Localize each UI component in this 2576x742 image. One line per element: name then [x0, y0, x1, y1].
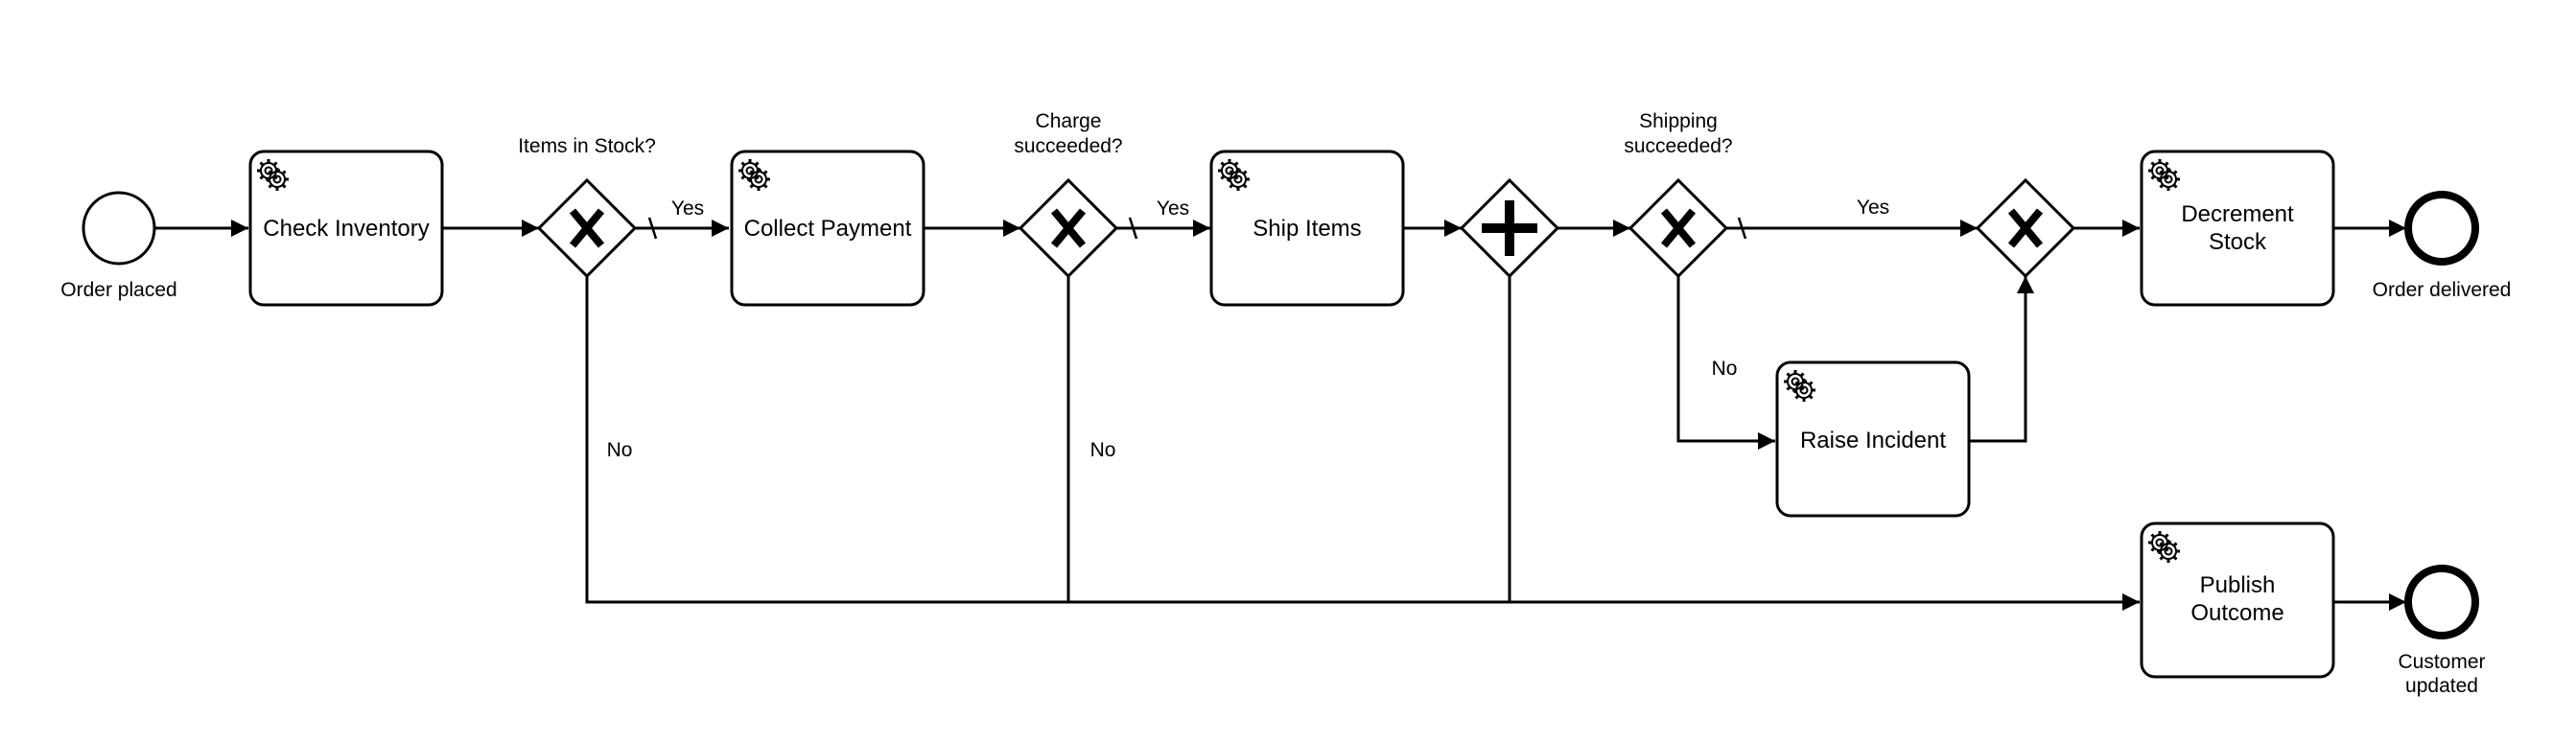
task-ship-items[interactable]: Ship Items: [1209, 150, 1405, 307]
flow-shipping-no[interactable]: [1676, 276, 1775, 450]
flow-label-shipping-no: No: [1712, 358, 1738, 380]
task-label: Collect Payment: [744, 216, 912, 242]
gateway-items-in-stock[interactable]: [536, 177, 638, 279]
flow-items-no[interactable]: [585, 276, 2140, 611]
task-label: Publish: [2200, 572, 2276, 598]
task-publish-outcome[interactable]: Publish Outcome: [2140, 522, 2335, 679]
gateway-label: succeeded?: [1014, 135, 1122, 157]
flow-label-items-no: No: [607, 439, 633, 461]
task-collect-payment[interactable]: Collect Payment: [730, 150, 925, 307]
end-event-delivered[interactable]: [2404, 191, 2479, 266]
start-event[interactable]: [82, 191, 156, 266]
x-marker-icon: [1660, 208, 1697, 248]
gateway-label: Shipping: [1639, 110, 1718, 132]
task-raise-incident[interactable]: Raise Incident: [1775, 360, 1971, 518]
flow-raise-incident-to-merge[interactable]: [1969, 276, 2034, 443]
x-marker-icon: [569, 208, 605, 248]
gateway-label: succeeded?: [1624, 135, 1732, 157]
task-label: Ship Items: [1253, 216, 1361, 242]
start-event-label: Order placed: [60, 279, 176, 301]
gateway-label: Items in Stock?: [518, 135, 656, 157]
gateway-label: Charge: [1036, 110, 1102, 132]
gateway-merge[interactable]: [1975, 177, 2076, 279]
sequence-flows: [155, 217, 2406, 611]
end-event-customer[interactable]: [2404, 565, 2479, 639]
gateway-shipping-succeeded[interactable]: [1628, 177, 1729, 279]
end-event-delivered-label: Order delivered: [2373, 279, 2512, 301]
end-event-customer-label: Customer: [2398, 651, 2485, 673]
task-check-inventory[interactable]: Check Inventory: [248, 150, 444, 307]
flow-label-charge-no: No: [1090, 439, 1116, 461]
default-flow-marker: [1128, 217, 1138, 240]
flow-label-charge-yes: Yes: [1157, 197, 1189, 220]
task-label: Raise Incident: [1800, 428, 1946, 453]
x-marker-icon: [2007, 208, 2044, 248]
x-marker-icon: [1050, 208, 1087, 248]
task-label: Decrement: [2181, 201, 2294, 227]
task-label: Outcome: [2190, 600, 2283, 626]
gateway-parallel[interactable]: [1459, 177, 1560, 279]
gateway-charge-succeeded[interactable]: [1018, 177, 1119, 279]
end-event-customer-label: updated: [2405, 675, 2478, 697]
plus-marker-icon: [1482, 200, 1537, 256]
task-label: Check Inventory: [263, 216, 429, 242]
task-decrement-stock[interactable]: Decrement Stock: [2140, 150, 2335, 307]
default-flow-marker: [647, 217, 658, 240]
flow-label-shipping-yes: Yes: [1857, 197, 1889, 219]
task-label: Stock: [2209, 229, 2267, 255]
flow-label-items-yes: Yes: [671, 197, 704, 220]
default-flow-marker: [1737, 217, 1747, 240]
